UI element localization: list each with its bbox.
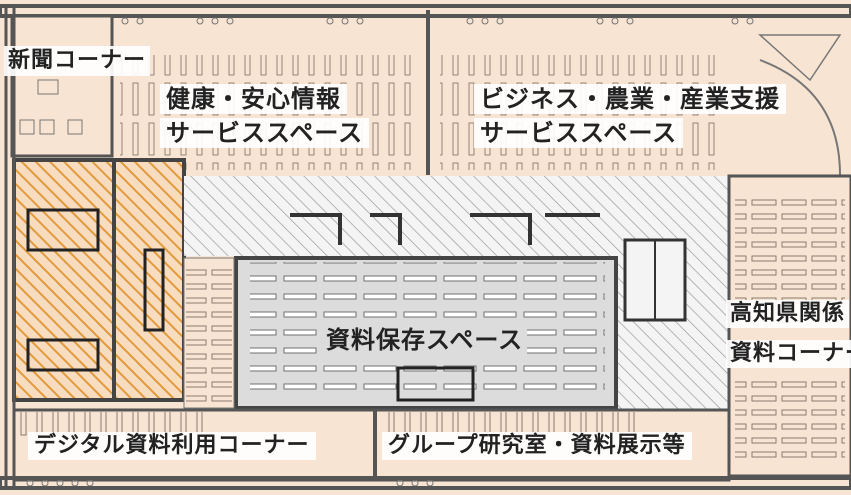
storage-space-label: 資料保存スペース: [322, 326, 528, 354]
outer-wall-left: [4, 4, 16, 490]
bottom-strip-shelves-mid: [380, 412, 640, 432]
kochi-shelves: [735, 195, 845, 305]
right-triangle-table: [758, 34, 842, 82]
kochi-shelves-lower: [735, 380, 845, 460]
health-service-label-1: 健康・安心情報: [160, 84, 347, 114]
top-wall-circles: [106, 17, 754, 25]
outer-wall-top: [0, 4, 851, 18]
right-curved-area: [759, 59, 841, 176]
digital-corner-label: デジタル資料利用コーナー: [28, 432, 316, 460]
corridor-walls: [290, 213, 600, 245]
kochi-corner-label-2: 資料コーナー: [726, 340, 851, 368]
health-service-label-2: サービススペース: [160, 118, 370, 148]
business-service-label-2: サービススペース: [474, 118, 684, 148]
kochi-corner-label-1: 高知県関係: [726, 300, 850, 328]
newspaper-room: [10, 14, 114, 158]
digital-room-divider: [112, 160, 116, 400]
group-study-label: グループ研究室・資料展示等: [382, 432, 692, 460]
storage-desk: [396, 366, 475, 402]
business-service-label-1: ビジネス・農業・産業支援: [474, 84, 786, 114]
outer-wall-bottom: [0, 476, 851, 490]
newspaper-corner-label: 新聞コーナー: [4, 46, 151, 76]
left-lower-shelves: [186, 262, 232, 402]
hatched-room-furniture: [26, 208, 165, 372]
newspaper-tables: [19, 79, 83, 135]
